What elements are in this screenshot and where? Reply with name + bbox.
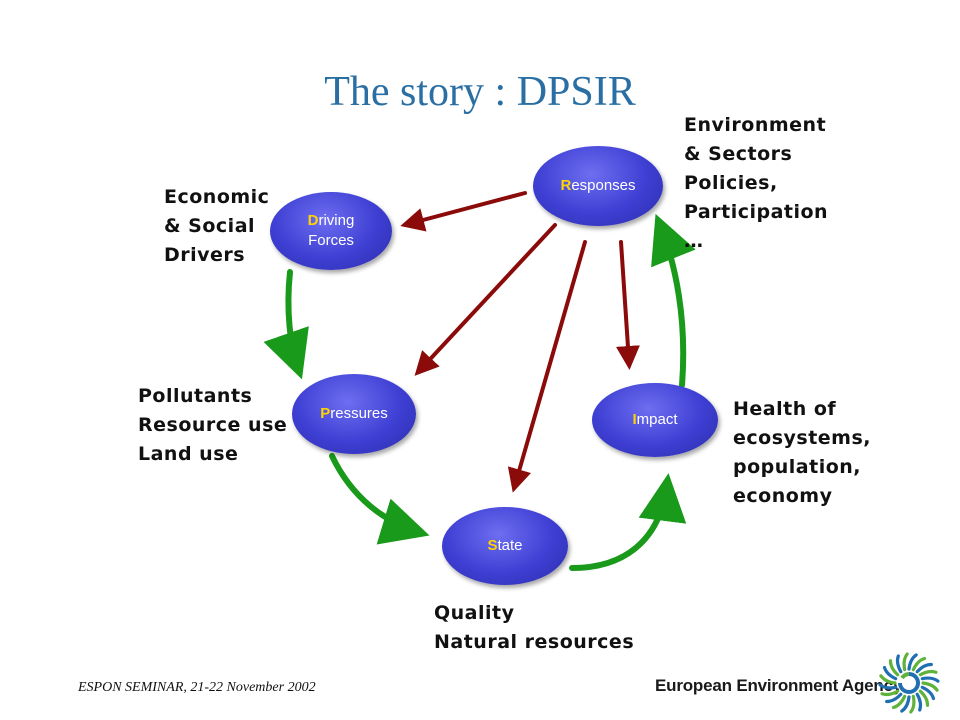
page-title: The story : DPSIR <box>324 69 636 115</box>
annotation-responses: Environment & Sectors Policies, Particip… <box>684 114 829 252</box>
arrow-responses-to-state <box>507 240 587 493</box>
eea-logo-ray <box>878 683 898 690</box>
eea-logo-ray <box>907 653 918 671</box>
arrow-state-to-impact <box>569 473 687 571</box>
node-driving-forces: Driving Forces <box>270 192 392 270</box>
annotation-pressures: Pollutants Resource use Land use <box>138 385 288 465</box>
node-state: State <box>442 507 568 585</box>
arrow-pressures-to-state <box>329 453 430 545</box>
annotation-drivers: Economic & Social Drivers <box>164 186 270 266</box>
eea-logo-ray <box>915 692 923 712</box>
eea-logo-ray <box>918 689 930 707</box>
eea-logo-icon <box>878 652 940 714</box>
eea-logo-ray <box>920 676 940 683</box>
eea-logo-ray <box>920 685 936 701</box>
arrow-responses-to-pressures <box>414 223 557 376</box>
eea-logo-ray <box>895 654 903 674</box>
arrow-responses-to-impact <box>615 240 640 370</box>
eea-logo-ray <box>888 659 900 677</box>
eea-logo-ray <box>902 652 909 672</box>
eea-logo-ray <box>879 674 897 685</box>
arrow-driving-to-pressures <box>263 269 309 380</box>
eea-logo-ray <box>900 695 911 713</box>
annotation-impact: Health of ecosystems, population, econom… <box>733 398 871 507</box>
node-pressures: Pressures <box>292 374 416 454</box>
eea-logo-ray <box>882 665 898 681</box>
eea-logo-ray <box>911 656 927 672</box>
footer-seminar: ESPON SEMINAR, 21-22 November 2002 <box>78 680 316 695</box>
annotation-state: Quality Natural resources <box>434 602 635 653</box>
arrow-impact-to-responses <box>651 213 696 388</box>
eea-logo-ray <box>921 681 939 692</box>
arrow-responses-to-driving <box>400 191 527 232</box>
eea-name: European Environment Agency <box>655 676 903 695</box>
eea-logo-ray <box>891 694 907 710</box>
eea-logo-ray <box>915 662 933 674</box>
eea-logo-ray <box>885 692 903 704</box>
eea-logo-ray <box>880 689 900 697</box>
node-impact: Impact <box>592 383 718 457</box>
node-responses: Responses <box>533 146 663 226</box>
eea-logo-ray <box>918 669 938 677</box>
eea-logo-ray <box>909 694 916 714</box>
